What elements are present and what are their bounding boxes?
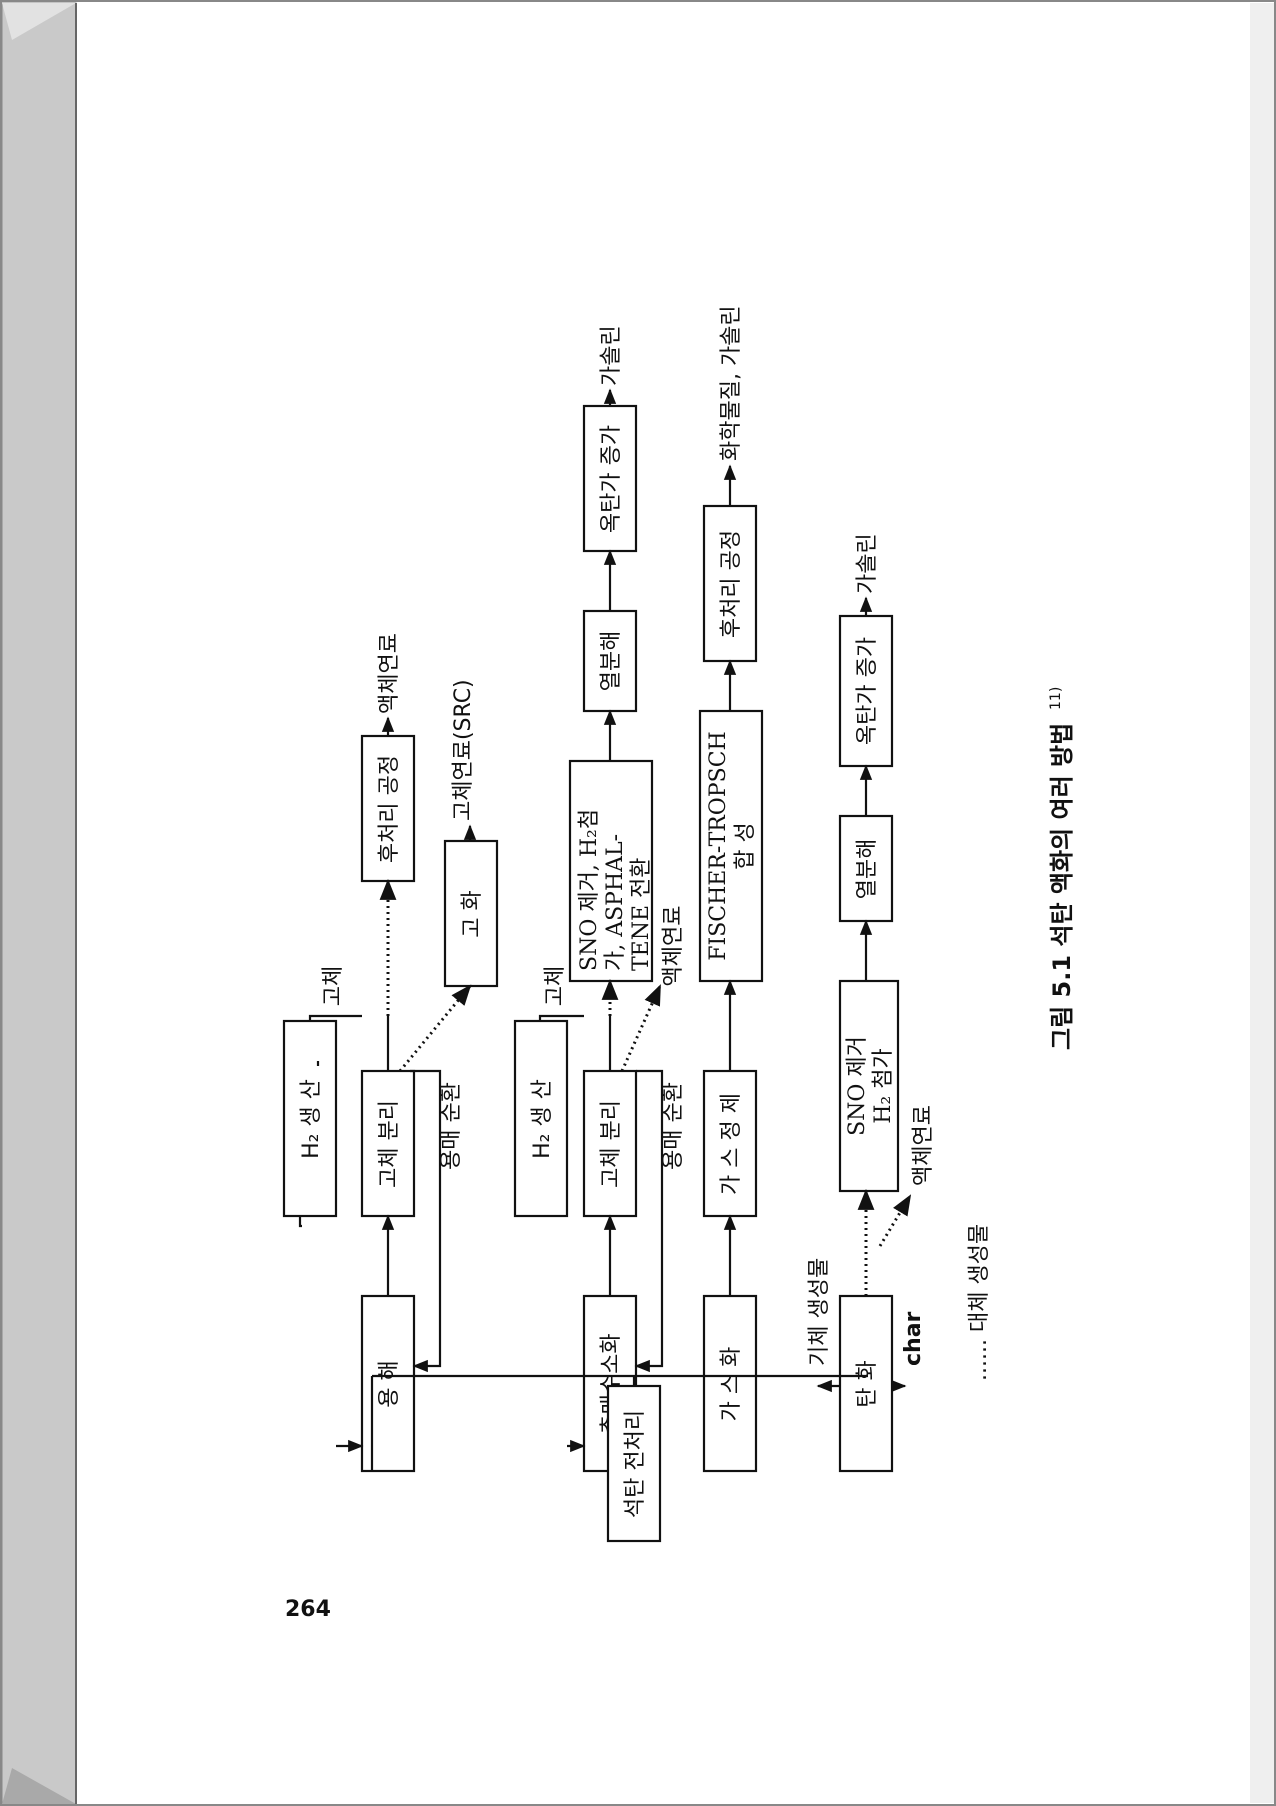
row2-hydrogenation: 촉매수소화 고체 분리 H₂ 생 산 고체 SNO 제거, H₂첨 가, ASP… [513, 325, 686, 1473]
post-treatment-label-2: 후처리 공정 [719, 530, 744, 638]
row3-gasification: 가 스 화 가 스 정 제 FISCHER-TROPSCH 합 성 후처리 공정… [698, 305, 764, 1473]
page-number: 264 [285, 1597, 331, 1622]
solid-separation-label: 고체 분리 [377, 1100, 402, 1188]
octane-upgrade-label-2: 옥탄가 증가 [855, 637, 880, 745]
row1-sno-process: 용 해 고체 분리 H₂ 생 산 고체 후처리 공정 액체연료 고 화 고체연료… [282, 633, 499, 1473]
pyrolysis-label: 열분해 [599, 631, 624, 692]
h2-production-label: H₂ 생 산 [299, 1079, 324, 1159]
gasoline-output-2: 가솔린 [855, 533, 880, 594]
pyrolysis-label-2: 열분해 [855, 839, 880, 900]
char-label: char [901, 1311, 926, 1366]
sno-removal-line1: SNO 제거, H₂첨 [577, 809, 602, 971]
solid-fuel-output: 고체연료(SRC) [451, 679, 476, 821]
chemicals-gasoline-output: 화학물질, 가솔린 [719, 305, 744, 461]
carbonization-label: 탄 화 [855, 1360, 880, 1407]
fischer-tropsch-line2: 합 성 [733, 822, 758, 869]
figure-caption: 그림 5.1 석탄 액화의 여러 방법 [1048, 723, 1076, 1050]
gasoline-output-1: 가솔린 [599, 325, 624, 386]
octane-upgrade-label: 옥탄가 증가 [599, 425, 624, 533]
liquid-fuel-side-output-2: 액체연료 [911, 1105, 936, 1186]
liquid-fuel-side-output: 액체연료 [661, 906, 686, 987]
solvent-recycle-label: 용매 순환 [439, 1082, 464, 1170]
gasification-label: 가 스 화 [719, 1347, 744, 1422]
solvent-recycle-label-2: 용매 순환 [661, 1082, 686, 1170]
legend: ...... 대체 생성물 [967, 1224, 992, 1381]
gas-cleaning-label: 가 스 정 제 [719, 1093, 744, 1195]
liquid-fuel-output: 액체연료 [377, 633, 402, 714]
h2-production-label-2: H₂ 생 산 [530, 1079, 555, 1159]
solid-recycle-label: 고체 [321, 966, 346, 1006]
fischer-tropsch-line1: FISCHER-TROPSCH [706, 731, 731, 961]
sno-removal-line2: 가, ASPHAL- [603, 834, 628, 971]
solid-recycle-label-2: 고체 [543, 966, 568, 1006]
pretreatment: 석탄 전처리 [370, 1374, 868, 1543]
solid-separation-label-2: 고체 분리 [599, 1100, 624, 1188]
gas-product-label: 기체 생성물 [807, 1258, 832, 1366]
caption-reference: 11) [1048, 687, 1064, 710]
dissolve-label: 용 해 [377, 1360, 402, 1407]
sno-removal-2-line1: SNO 제거 [845, 1036, 870, 1136]
sno-removal-2-line2: H₂ 첨가 [871, 1048, 896, 1123]
post-treatment-label: 후처리 공정 [377, 755, 402, 863]
row4-carbonization: 탄 화 기체 생성물 char 액체연료 SNO 제거 H₂ 첨가 열분해 옥탄… [807, 533, 936, 1473]
pretreatment-label: 석탄 전처리 [623, 1410, 648, 1518]
sno-removal-line3: TENE 전환 [629, 857, 654, 971]
solidify-label: 고 화 [460, 890, 485, 937]
